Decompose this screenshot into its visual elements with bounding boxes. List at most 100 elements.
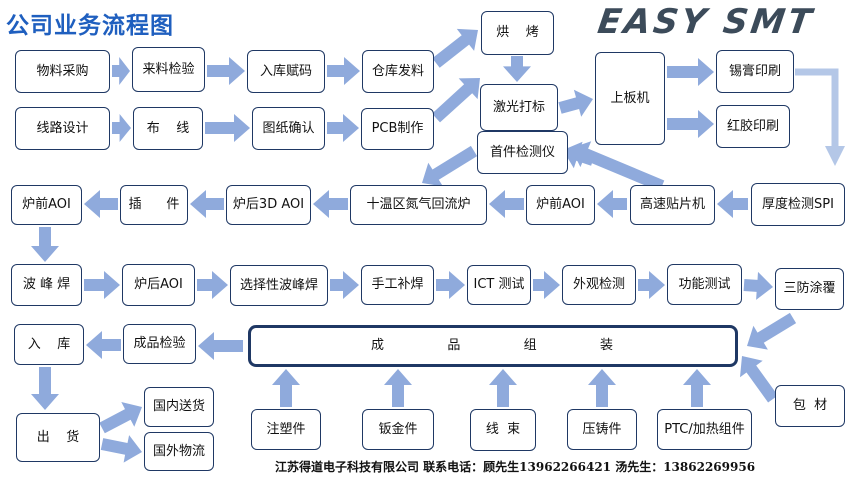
node-label: 外观检测 [572, 277, 625, 293]
node-post-furnace-aoi: 炉后AOI [122, 264, 195, 306]
node-label: 入 库 [27, 336, 71, 352]
node-warehouse-coding: 入库赋码 [247, 50, 325, 93]
node-label: 炉后AOI [134, 277, 183, 293]
node-shipping: 出 货 [16, 413, 100, 462]
node-ict-test: ICT 测试 [467, 265, 531, 305]
node-label: 插 件 [128, 197, 180, 213]
node-manual-soldering: 手工补焊 [361, 265, 434, 305]
node-label: 上板机 [610, 90, 650, 106]
node-function-test: 功能测试 [667, 264, 742, 305]
node-label: 成品检验 [133, 336, 186, 352]
flow-arrow [571, 141, 665, 192]
flow-arrow [100, 435, 142, 463]
node-foreign-logistics: 国外物流 [144, 432, 214, 471]
bent-flow-arrow-head [825, 146, 845, 166]
node-warehousing: 入 库 [14, 324, 84, 365]
node-label: 线 束 [485, 422, 521, 438]
node-ptc-heating: PTC/加热组件 [657, 409, 752, 450]
bent-flow-arrow [795, 68, 839, 148]
flow-arrow [31, 227, 59, 262]
node-red-glue-printing: 红胶印刷 [716, 105, 790, 148]
flow-arrow [327, 114, 359, 142]
flow-arrow [327, 57, 360, 85]
node-injection-parts: 注塑件 [251, 409, 321, 450]
node-label: 锡膏印刷 [728, 63, 781, 79]
flow-arrow [533, 271, 560, 299]
node-sheet-metal: 钣金件 [362, 409, 434, 450]
node-label: 高速贴片机 [639, 197, 705, 213]
node-label: 红胶印刷 [726, 118, 779, 134]
flow-arrow [84, 190, 118, 218]
node-assembly: 成 品 组 装 [248, 325, 738, 367]
node-label: ICT 测试 [473, 277, 525, 293]
flow-arrow [683, 369, 711, 407]
flow-arrow [198, 332, 243, 360]
node-label: 图纸确认 [262, 120, 315, 136]
node-drawing-confirm: 图纸确认 [252, 107, 325, 150]
flow-arrow [667, 58, 714, 86]
flow-arrow [638, 271, 665, 299]
flow-arrow [272, 369, 300, 407]
node-label: 国内送货 [152, 399, 205, 415]
page-title: 公司业务流程图 [6, 13, 174, 39]
node-label: 首件检测仪 [489, 144, 555, 160]
node-label: 布 线 [146, 120, 190, 136]
flow-arrow [436, 271, 465, 299]
flow-arrow [717, 190, 748, 218]
node-laser-marking: 激光打标 [480, 84, 558, 131]
node-label: 炉前AOI [22, 197, 71, 213]
node-label: 炉后3D AOI [232, 197, 305, 213]
node-selective-wave: 选择性波峰焊 [230, 265, 328, 306]
node-label: 国外物流 [152, 443, 205, 459]
flow-arrow [667, 110, 714, 138]
node-label: 物料采购 [36, 63, 89, 79]
node-solder-paste-printing: 锡膏印刷 [716, 50, 794, 93]
node-circuit-design: 线路设计 [15, 107, 110, 150]
node-finished-inspection: 成品检验 [123, 324, 196, 364]
footer-contact: 江苏得道电子科技有限公司 联系电话：顾先生13962266421 汤先生：138… [275, 460, 756, 474]
node-label: 功能测试 [678, 276, 731, 292]
node-label: 激光打标 [492, 99, 545, 115]
node-label: 炉前AOI [536, 197, 585, 213]
node-label: 注塑件 [266, 421, 306, 437]
node-label: 三防涂覆 [783, 281, 836, 297]
node-first-article-inspector: 首件检测仪 [477, 131, 568, 174]
flow-arrow [432, 78, 480, 123]
flow-arrow [207, 57, 245, 85]
flow-arrow [31, 367, 59, 410]
flow-arrow [313, 190, 348, 218]
node-incoming-inspection: 来料检验 [132, 47, 205, 92]
node-pcb-making: PCB制作 [361, 108, 434, 150]
flow-arrow [330, 271, 359, 299]
node-insertion: 插 件 [120, 185, 188, 225]
node-baking: 烘 烤 [481, 11, 554, 55]
node-label: 十温区氮气回流炉 [366, 197, 471, 213]
node-thickness-spi: 厚度检测SPI [751, 183, 845, 226]
node-label: 来料检验 [142, 61, 195, 77]
node-label: 波 峰 焊 [22, 277, 71, 293]
node-label: 厚度检测SPI [762, 196, 834, 212]
flow-arrow [84, 271, 120, 299]
flow-arrow [112, 57, 130, 85]
flow-arrow [86, 331, 121, 359]
node-label: 包 材 [792, 398, 828, 414]
node-die-casting: 压铸件 [567, 409, 637, 450]
node-wire-harness: 线 束 [470, 409, 536, 451]
flow-arrow [597, 190, 627, 218]
flow-arrow [197, 271, 228, 299]
node-reflow-oven: 十温区氮气回流炉 [350, 185, 487, 225]
node-packaging: 包 材 [775, 385, 845, 427]
node-label: 压铸件 [582, 421, 622, 437]
node-label: 钣金件 [378, 421, 418, 437]
node-high-speed-mounter: 高速贴片机 [630, 185, 715, 225]
node-wave-soldering: 波 峰 焊 [11, 264, 82, 306]
node-label: 选择性波峰焊 [239, 277, 318, 293]
node-visual-inspection: 外观检测 [562, 265, 636, 305]
flow-arrow [99, 402, 142, 434]
node-label: PCB制作 [371, 121, 424, 137]
company-logo: EASY SMT [595, 2, 817, 42]
flow-arrow [432, 28, 478, 68]
flow-arrow [743, 271, 773, 300]
node-label: 手工补焊 [371, 277, 424, 293]
node-label: PTC/加热组件 [664, 421, 745, 437]
